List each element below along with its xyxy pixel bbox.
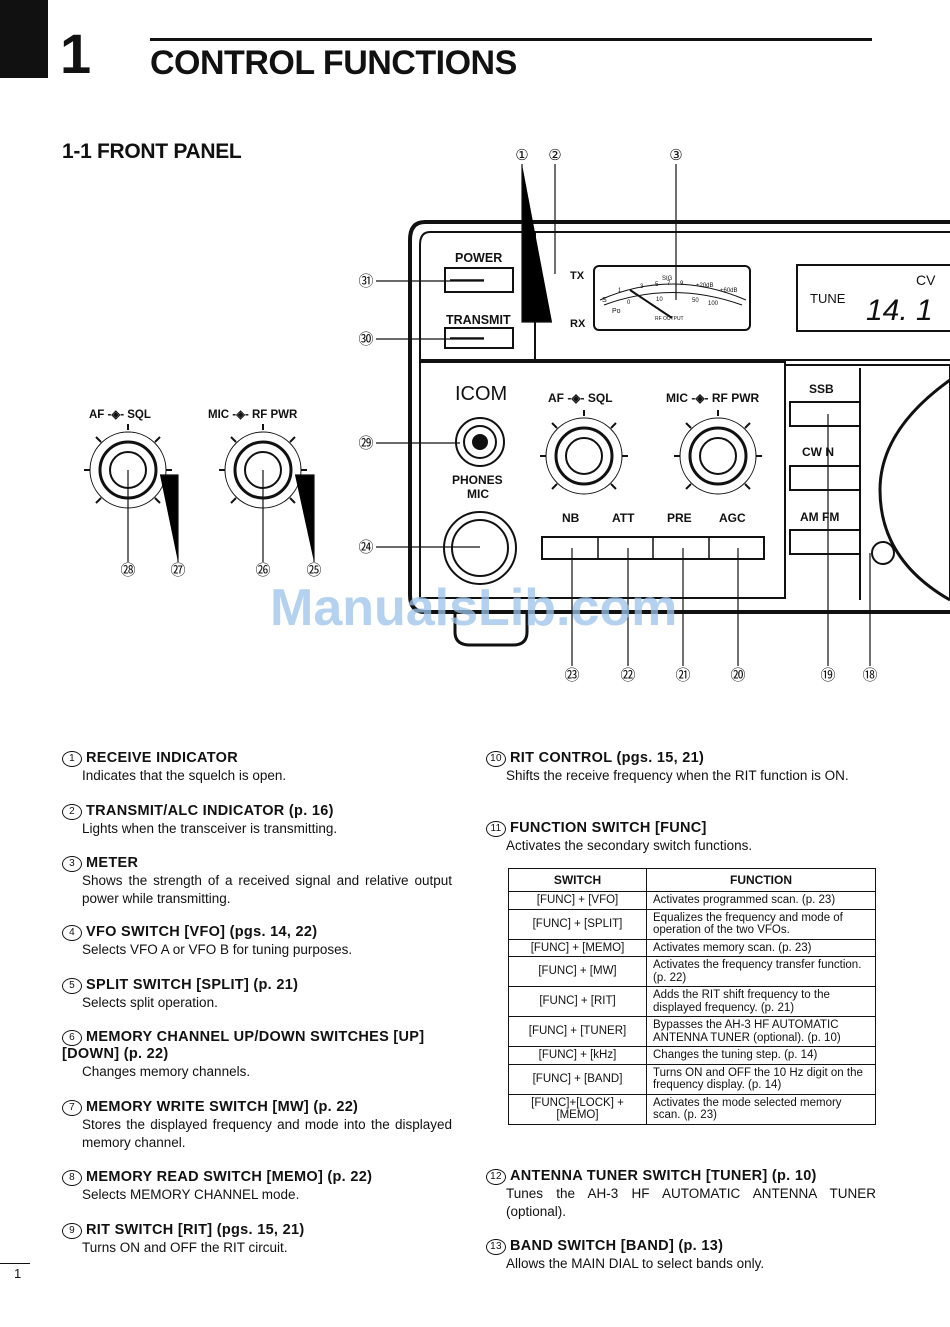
callout-21: ㉑ xyxy=(675,667,690,684)
meter-scale-3: 3 xyxy=(640,284,644,290)
meter-po-0: 0 xyxy=(627,300,631,306)
display-mode: CV xyxy=(916,272,936,288)
meter-scale-5: 5 xyxy=(655,282,659,288)
ssb-label: SSB xyxy=(809,382,834,396)
callout-2: ② xyxy=(548,147,561,164)
power-label: POWER xyxy=(455,251,502,265)
icom-logo: ICOM xyxy=(455,383,507,405)
rx-label: RX xyxy=(570,318,586,330)
callout-24: ㉔ xyxy=(358,539,373,556)
callout-31: ㉛ xyxy=(358,273,373,290)
tune-label: TUNE xyxy=(810,291,846,306)
meter-po-label: Po xyxy=(612,308,621,315)
tx-label: TX xyxy=(570,270,585,282)
meter-scale-9: 9 xyxy=(680,281,684,287)
mic-rf-pwr-label: MIC -◈- RF PWR xyxy=(666,391,760,405)
meter-scale-s: S xyxy=(602,297,607,304)
callout-3: ③ xyxy=(669,147,682,164)
agc-label: AGC xyxy=(719,511,746,525)
callout-23: ㉓ xyxy=(564,667,579,684)
callout-29: ㉙ xyxy=(358,435,373,452)
meter-scale-20db: +20dB xyxy=(696,283,714,289)
phones-label: PHONES xyxy=(452,473,503,487)
am-fm-label: AM FM xyxy=(800,510,839,524)
table-row: [FUNC] + [MEMO]Activates memory scan. (p… xyxy=(508,938,876,957)
chapter-title: CONTROL FUNCTIONS xyxy=(150,44,517,82)
knob-mic-rf-label: MIC -◈- RF PWR xyxy=(208,409,298,421)
meter-scale-1: 1 xyxy=(618,288,622,294)
table-row: [FUNC] + [kHz]Changes the tuning step. (… xyxy=(508,1046,876,1065)
callout-20: ⑳ xyxy=(730,667,745,684)
table-row: [FUNC] + [SPLIT]Equalizes the frequency … xyxy=(508,908,876,940)
pre-label: PRE xyxy=(667,511,692,525)
table-header-function: FUNCTION xyxy=(646,868,876,892)
cw-n-label: CW N xyxy=(802,445,834,459)
table-header-row: SWITCH FUNCTION xyxy=(508,868,876,892)
meter-sig-label: SIG xyxy=(662,276,673,282)
callout-28: ㉘ xyxy=(120,562,135,579)
meter-po-100: 100 xyxy=(708,301,719,307)
title-rule xyxy=(150,38,872,41)
callout-30: ㉚ xyxy=(358,331,373,348)
af-sql-label: AF -◈- SQL xyxy=(548,391,613,405)
table-row: [FUNC] + [VFO]Activates programmed scan.… xyxy=(508,891,876,910)
callout-25: ㉕ xyxy=(306,562,321,579)
meter-rf-output-label: RF OUTPUT xyxy=(655,316,684,322)
table-row: [FUNC]+[LOCK] +[MEMO]Activates the mode … xyxy=(508,1093,876,1125)
mic-label: MIC xyxy=(467,487,489,501)
knob-af-sql-label: AF -◈- SQL xyxy=(89,409,151,421)
att-label: ATT xyxy=(612,511,635,525)
table-row: [FUNC] + [MW]Activates the frequency tra… xyxy=(508,956,876,987)
display-digits: 14. 1 xyxy=(866,294,933,327)
page-footer-rule xyxy=(0,1263,30,1264)
page-number: 1 xyxy=(14,1266,22,1281)
transmit-label: TRANSMIT xyxy=(446,313,511,327)
callout-26: ㉖ xyxy=(255,562,270,579)
callout-1: ① xyxy=(515,147,528,164)
nb-label: NB xyxy=(562,511,580,525)
callout-18: ⑱ xyxy=(862,667,877,684)
table-header-switch: SWITCH xyxy=(508,868,647,892)
meter-po-50: 50 xyxy=(692,298,699,304)
table-row: [FUNC] + [TUNER]Bypasses the AH-3 HF AUT… xyxy=(508,1016,876,1047)
meter-scale-60db: +60dB xyxy=(720,288,738,294)
section-title: 1-1 FRONT PANEL xyxy=(62,140,242,163)
table-row: [FUNC] + [BAND]Turns ON and OFF the 10 H… xyxy=(508,1063,876,1095)
front-panel-diagram: POWER TRANSMIT TX RX TUNE 14. 1 CV ICOM … xyxy=(84,147,950,684)
function-table: SWITCH FUNCTION [FUNC] + [VFO]Activates … xyxy=(508,868,876,1125)
callout-27: ㉗ xyxy=(170,562,185,579)
meter-scale-7: 7 xyxy=(667,281,671,287)
meter-po-10: 10 xyxy=(656,297,663,303)
callout-22: ㉒ xyxy=(620,667,635,684)
chapter-marker-bar xyxy=(0,0,48,78)
table-row: [FUNC] + [RIT]Adds the RIT shift frequen… xyxy=(508,986,876,1017)
chapter-number: 1 xyxy=(60,22,92,85)
callout-19: ⑲ xyxy=(820,667,835,684)
watermark: ManualsLib.com xyxy=(270,579,678,637)
